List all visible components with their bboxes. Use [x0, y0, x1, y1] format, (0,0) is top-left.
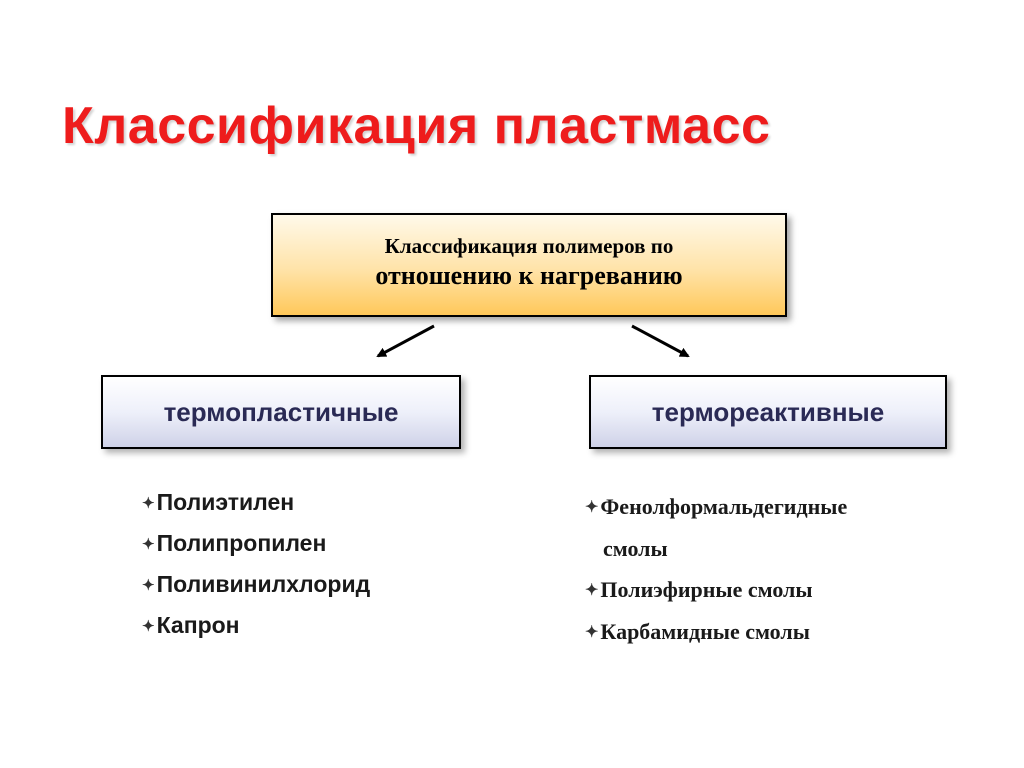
list-item-label: Поливинилхлорид — [156, 571, 371, 597]
thermoset-list: ✦Фенолформальдегидные смолы ✦Полиэфирные… — [585, 486, 945, 653]
four-point-star-icon: ✦ — [142, 577, 155, 594]
list-item: ✦Капрон — [142, 609, 370, 650]
list-item-label: Полиэфирные смолы — [600, 577, 813, 602]
root-node: Классификация полимеров по отношению к н… — [271, 213, 787, 317]
arrow-icon-right — [631, 324, 690, 358]
list-item: ✦Полипропилен — [142, 527, 370, 568]
list-item: ✦Полиэфирные смолы — [585, 569, 945, 611]
list-item: ✦Полиэтилен — [142, 486, 370, 527]
root-node-line1: Классификация полимеров по — [384, 234, 674, 258]
four-point-star-icon: ✦ — [585, 624, 599, 641]
list-item-label: Фенолформальдегидные — [600, 494, 848, 519]
list-item-label-continued: смолы — [603, 536, 668, 561]
list-item: ✦Поливинилхлорид — [142, 568, 370, 609]
four-point-star-icon: ✦ — [142, 618, 155, 635]
thermoplastic-list: ✦Полиэтилен ✦Полипропилен ✦Поливинилхлор… — [142, 486, 370, 650]
list-item: ✦Фенолформальдегидные смолы — [585, 486, 945, 569]
list-item-label: Полипропилен — [156, 530, 327, 556]
four-point-star-icon: ✦ — [142, 536, 155, 553]
root-node-line2: отношению к нагреванию — [375, 261, 683, 290]
four-point-star-icon: ✦ — [142, 495, 155, 512]
list-item-label: Полиэтилен — [156, 489, 295, 515]
list-item: ✦Карбамидные смолы — [585, 611, 945, 653]
category-thermoset: термореактивные — [589, 375, 947, 449]
category-thermoplastic-label: термопластичные — [163, 396, 399, 427]
four-point-star-icon: ✦ — [585, 582, 599, 599]
list-item-label: Карбамидные смолы — [600, 619, 810, 644]
slide-title: Классификация пластмасс — [62, 97, 771, 155]
four-point-star-icon: ✦ — [585, 499, 599, 516]
arrow-icon-left — [376, 324, 435, 358]
category-thermoset-label: термореактивные — [651, 396, 885, 427]
list-item-label: Капрон — [156, 612, 240, 638]
category-thermoplastic: термопластичные — [101, 375, 461, 449]
